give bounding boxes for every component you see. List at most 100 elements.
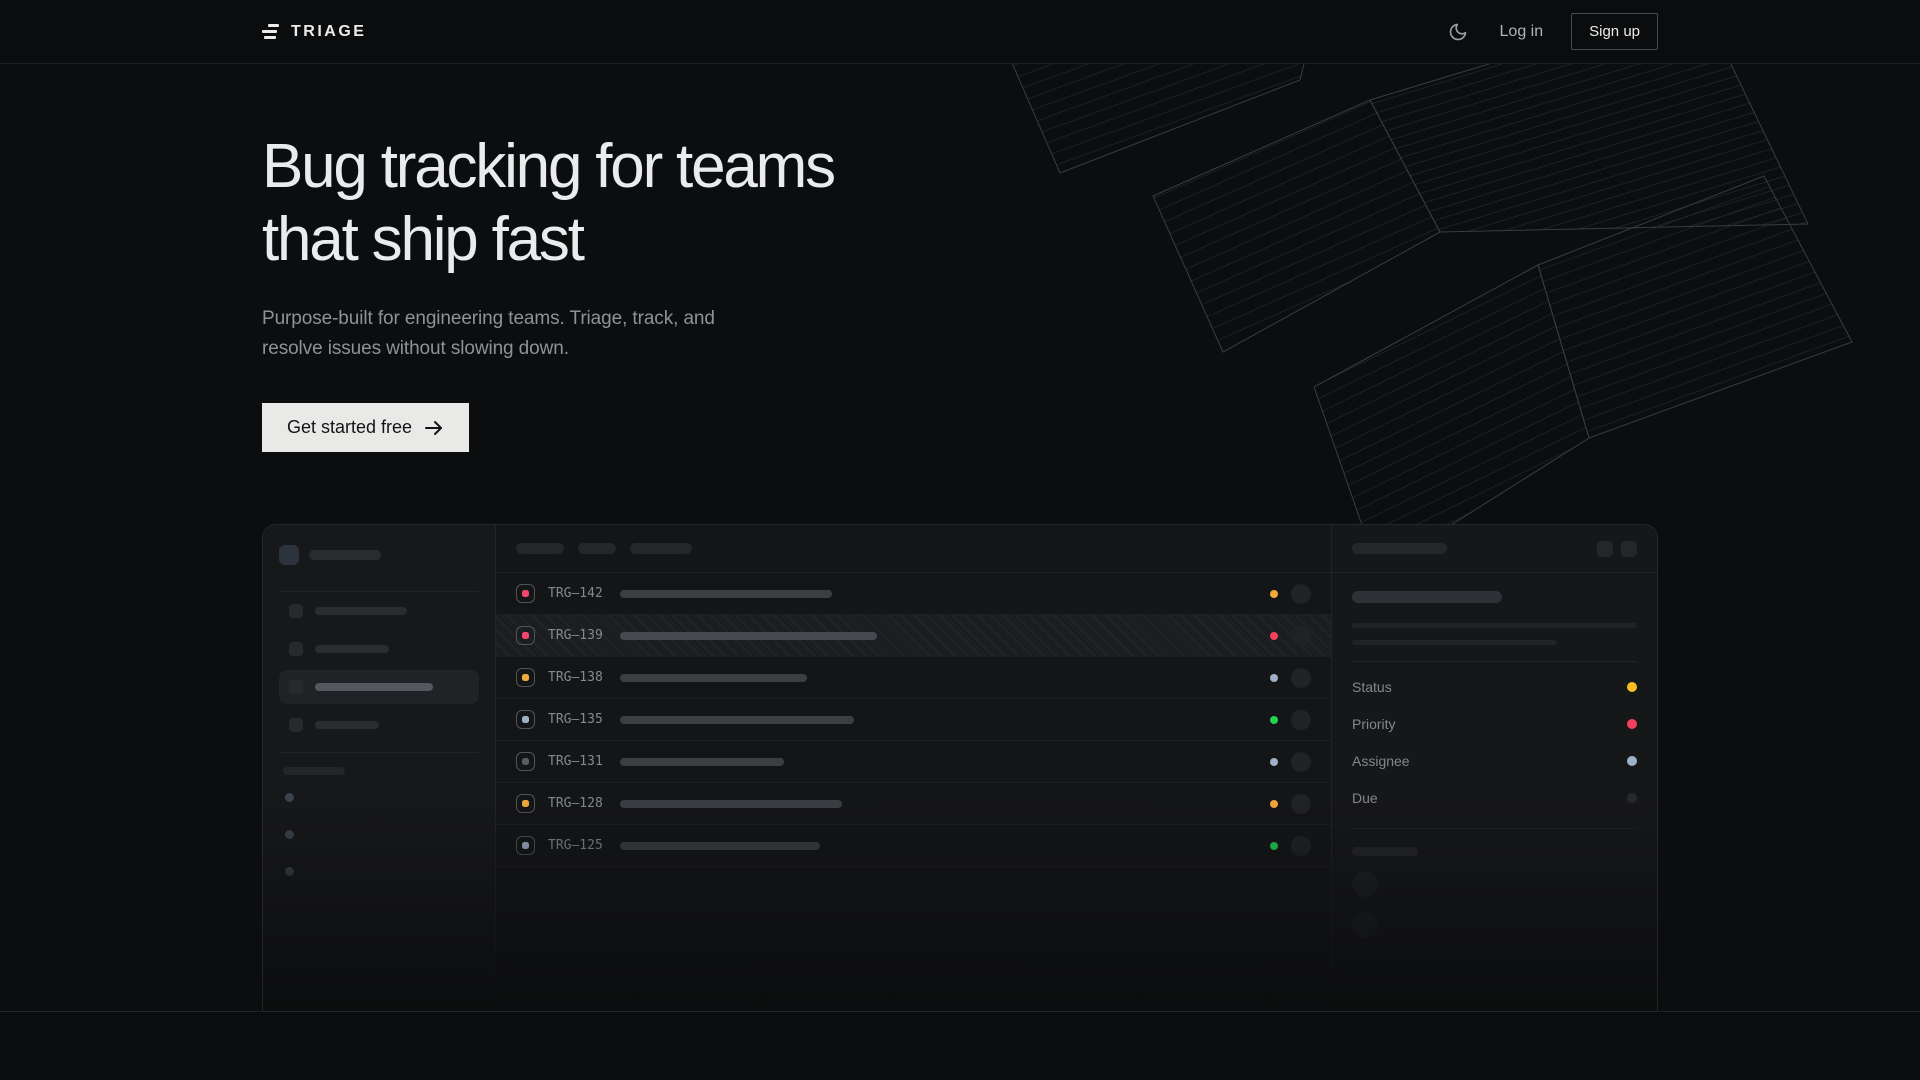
- issue-row[interactable]: TRG–142: [496, 573, 1331, 616]
- issue-row[interactable]: TRG–128: [496, 783, 1331, 826]
- page-footer: [0, 1011, 1920, 1080]
- issue-row[interactable]: TRG–131: [496, 741, 1331, 784]
- app-mockup: TRG–142 TRG–139 TRG–138 TRG–135 TRG–131: [262, 452, 1658, 1012]
- property-value-dot: [1627, 792, 1637, 803]
- issue-title-placeholder: [620, 799, 842, 808]
- activity-section-label-placeholder: [1352, 847, 1418, 857]
- sidebar-dot-list: [279, 793, 479, 877]
- hero-subtitle: Purpose-built for engineering teams. Tri…: [262, 308, 715, 359]
- detail-action-button[interactable]: [1621, 540, 1637, 557]
- detail-body: Status Priority Assignee Due: [1332, 573, 1657, 952]
- nav-item-icon-placeholder: [289, 642, 303, 657]
- nav-item-label-placeholder: [315, 607, 407, 616]
- activity-avatar: [1352, 912, 1378, 939]
- sidebar-divider: [279, 591, 479, 593]
- signup-button[interactable]: Sign up: [1571, 13, 1658, 50]
- detail-action-button[interactable]: [1597, 540, 1613, 557]
- issue-list-toolbar: [496, 525, 1331, 574]
- issue-id: TRG–142: [548, 586, 603, 602]
- status-dot: [1270, 631, 1278, 640]
- issue-title-placeholder: [1352, 591, 1502, 604]
- status-dot: [1270, 757, 1278, 766]
- navbar: TRIAGE Log in Sign up: [0, 0, 1920, 64]
- issue-type-icon: [516, 836, 535, 856]
- issue-id: TRG–139: [548, 628, 603, 644]
- activity-avatar: [1352, 871, 1378, 898]
- logo-text: TRIAGE: [291, 22, 367, 40]
- theme-toggle-button[interactable]: [1444, 18, 1472, 46]
- toolbar-chip-placeholder[interactable]: [578, 543, 616, 555]
- status-dot: [1270, 589, 1278, 598]
- sidebar-nav-item[interactable]: [279, 670, 479, 705]
- status-dot: [1270, 841, 1278, 850]
- sidebar-dot: [285, 830, 294, 840]
- assignee-avatar: [1291, 583, 1311, 604]
- toolbar-chip-placeholder[interactable]: [630, 543, 692, 555]
- sidebar-nav-item[interactable]: [279, 594, 479, 628]
- logo[interactable]: TRIAGE: [262, 23, 366, 41]
- property-list: Status Priority Assignee Due: [1352, 668, 1637, 816]
- issue-list-panel: TRG–142 TRG–139 TRG–138 TRG–135 TRG–131: [496, 525, 1331, 1012]
- issue-row[interactable]: TRG–139: [496, 615, 1331, 658]
- nav-item-icon-placeholder: [289, 604, 303, 619]
- hero-title: Bug tracking for teams that ship fast: [262, 130, 1658, 276]
- toolbar-chip-placeholder[interactable]: [516, 543, 564, 555]
- property-label: Assignee: [1352, 752, 1410, 769]
- mockup-window: TRG–142 TRG–139 TRG–138 TRG–135 TRG–131: [262, 524, 1658, 1012]
- status-dot: [1270, 799, 1278, 808]
- issue-type-icon: [516, 752, 535, 772]
- issue-row[interactable]: TRG–138: [496, 657, 1331, 700]
- hero-title-line1: Bug tracking for teams: [262, 132, 836, 201]
- sidebar-divider: [279, 752, 479, 754]
- sidebar-nav: [279, 594, 479, 742]
- issue-title-placeholder: [620, 841, 820, 850]
- nav-item-label-placeholder: [315, 645, 389, 654]
- property-row: Priority: [1352, 705, 1637, 742]
- workspace-name-placeholder: [309, 550, 381, 561]
- workspace-avatar: [279, 545, 299, 566]
- property-row: Due: [1352, 779, 1637, 816]
- sidebar-dot: [285, 867, 294, 877]
- issue-title-placeholder: [620, 673, 807, 682]
- issue-detail-panel: Status Priority Assignee Due: [1331, 525, 1657, 1012]
- login-link[interactable]: Log in: [1499, 22, 1544, 40]
- issue-title-placeholder: [620, 589, 832, 598]
- issue-type-icon: [516, 668, 535, 688]
- issue-id: TRG–125: [548, 838, 603, 854]
- nav-item-label-placeholder: [315, 721, 379, 730]
- hero-title-line2: that ship fast: [262, 205, 585, 275]
- assignee-avatar: [1291, 625, 1311, 646]
- sidebar-dot: [285, 793, 294, 803]
- issue-id: TRG–128: [548, 796, 603, 812]
- detail-header: [1332, 525, 1657, 574]
- status-dot: [1270, 673, 1278, 682]
- property-row: Assignee: [1352, 742, 1637, 779]
- hero-section: Bug tracking for teams that ship fast Pu…: [0, 64, 1920, 453]
- property-label: Priority: [1352, 715, 1396, 732]
- assignee-avatar: [1291, 709, 1311, 730]
- arrow-right-icon: [425, 420, 443, 435]
- issue-id: TRG–135: [548, 712, 603, 728]
- issue-title-placeholder: [620, 715, 854, 724]
- sidebar-nav-item[interactable]: [279, 708, 479, 742]
- cta-label: Get started free: [287, 417, 413, 438]
- property-label: Due: [1352, 789, 1378, 806]
- issue-row[interactable]: TRG–135: [496, 699, 1331, 742]
- description-line-placeholder: [1352, 640, 1558, 646]
- nav-item-label-placeholder: [315, 683, 433, 692]
- issue-id: TRG–131: [548, 754, 603, 770]
- get-started-button[interactable]: Get started free: [262, 403, 470, 453]
- assignee-avatar: [1291, 667, 1311, 688]
- navbar-actions: Log in Sign up: [1444, 13, 1658, 50]
- issue-type-icon: [516, 794, 535, 814]
- sidebar-nav-item[interactable]: [279, 632, 479, 666]
- property-value-dot: [1627, 718, 1637, 729]
- mockup-sidebar: [263, 525, 496, 1012]
- workspace-switcher[interactable]: [279, 541, 479, 591]
- triage-logo-icon: [262, 24, 280, 39]
- moon-icon: [1449, 23, 1466, 40]
- nav-item-icon-placeholder: [289, 718, 303, 733]
- issue-title-placeholder: [620, 631, 877, 640]
- issue-row[interactable]: TRG–125: [496, 825, 1331, 868]
- sidebar-section-label-placeholder: [283, 767, 345, 776]
